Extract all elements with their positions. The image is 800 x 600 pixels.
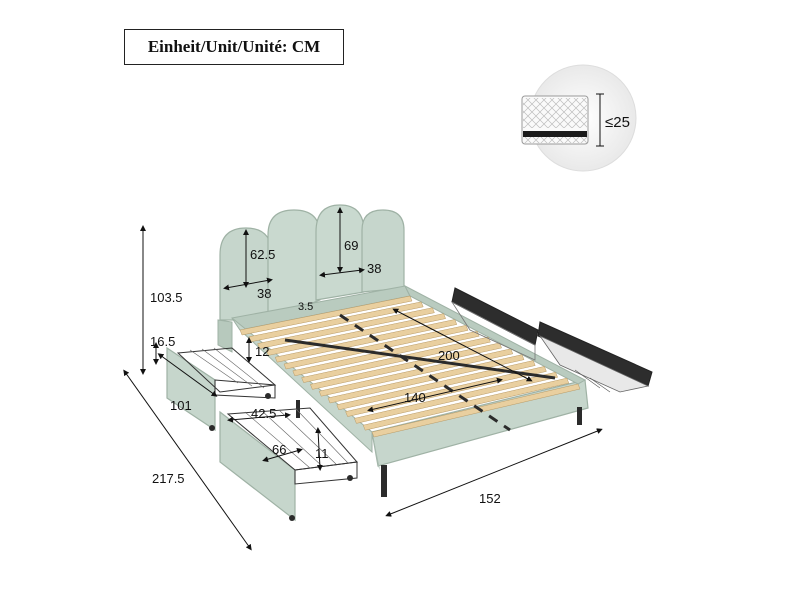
inner-panel-width-label: 38: [367, 261, 381, 276]
drawer-length-label: 101: [170, 398, 192, 413]
drawer-height-label: 16.5: [150, 334, 175, 349]
unit-label: Einheit/Unit/Unité: CM: [124, 29, 344, 65]
outer-panel-height-label: 62.5: [250, 247, 275, 262]
mattress-length-label: 200: [438, 348, 460, 363]
dimension-labels: 103.5 217.5 152 62.5 38 69 38 3.5 12 16.…: [150, 238, 501, 506]
mattress-width-label: 140: [404, 390, 426, 405]
slat-thickness-label: 3.5: [298, 301, 313, 313]
drawer-width-label: 42.5: [251, 406, 276, 421]
left-drawer-2: [219, 407, 358, 522]
overall-length-label: 217.5: [152, 471, 185, 486]
outer-panel-width-label: 38: [257, 286, 271, 301]
frame-clearance-label: 12: [255, 344, 269, 359]
overall-width-label: 152: [479, 491, 501, 506]
drawer-inner-height-label: 11: [315, 446, 329, 461]
dimension-lines: [123, 207, 603, 551]
inner-panel-height-label: 69: [344, 238, 358, 253]
drawer-inner-length-label: 66: [272, 442, 286, 457]
slat: [239, 295, 413, 336]
mattress-thickness-label: ≤25: [605, 114, 630, 131]
mattress-inset: ≤25: [521, 64, 637, 172]
overall-height-label: 103.5: [150, 290, 183, 305]
